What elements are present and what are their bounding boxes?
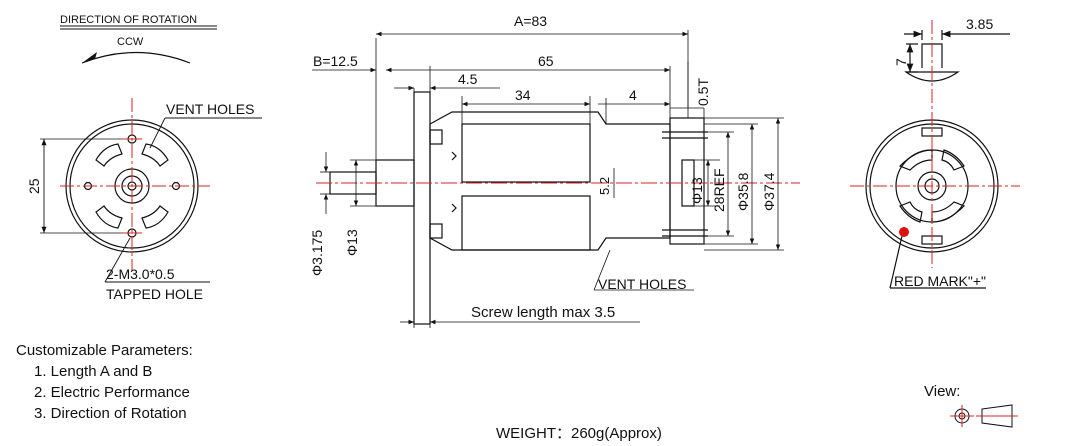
parameter-item: 1. Length A and B — [34, 363, 153, 380]
front-vent-holes-label: VENT HOLES — [166, 101, 254, 117]
ccw-arrow-icon — [81, 51, 191, 64]
dim-4-5-label: 4.5 — [458, 71, 478, 87]
dim-34-label: 34 — [515, 87, 531, 103]
dim-0-5t-label: 0.5T — [695, 78, 711, 106]
parameter-item: 2. Electric Performance — [34, 384, 190, 401]
dim-4-label: 4 — [629, 87, 637, 103]
rear-view-centerlines — [850, 20, 1020, 268]
rotation-indicator: DIRECTION OF ROTATION CCW — [60, 14, 217, 64]
dim-phi13-left-label: Φ13 — [344, 229, 360, 256]
tapped-hole-leader — [104, 237, 210, 283]
dim-3-85-label: 3.85 — [966, 16, 993, 32]
weight-label: WEIGHT：260g(Approx) — [496, 425, 662, 442]
dim-25-label: 25 — [26, 178, 42, 194]
projection-view-icon — [950, 404, 1018, 428]
red-mark-icon — [899, 227, 909, 237]
side-vent-holes-label: VENT HOLES — [598, 276, 686, 292]
dim-phi35-8-label: Φ35.8 — [735, 172, 751, 211]
red-mark-label: RED MARK"+" — [894, 273, 986, 289]
dim-phi13-right-label: Φ13 — [689, 177, 705, 204]
dim-5-2-label: 5.2 — [597, 177, 612, 195]
rotation-title: DIRECTION OF ROTATION — [60, 14, 197, 26]
screw-length-label: Screw length max 3.5 — [471, 304, 615, 321]
front-view-centerlines — [60, 98, 210, 270]
tapped-hole-spec-label: 2-M3.0*0.5 — [106, 266, 175, 282]
parameter-item: 3. Direction of Rotation — [34, 405, 187, 422]
parameters-title: Customizable Parameters: — [16, 342, 193, 359]
side-view — [329, 91, 708, 325]
tapped-hole-label: TAPPED HOLE — [106, 286, 203, 302]
front-vent-leader — [149, 117, 262, 149]
dim-65-label: 65 — [538, 53, 554, 69]
dim-phi37-4-label: Φ37.4 — [761, 172, 777, 211]
rear-view — [865, 30, 1010, 289]
dim-phi3-175-label: Φ3.175 — [309, 230, 325, 276]
view-label: View: — [924, 383, 961, 400]
customizable-parameters: Customizable Parameters: 1. Length A and… — [16, 340, 193, 424]
ccw-label: CCW — [117, 36, 144, 48]
dim-7-label: 7 — [893, 58, 909, 66]
side-view-dimensions — [312, 30, 784, 328]
dim-28ref-label: 28REF — [711, 168, 727, 212]
dim-B-label: B=12.5 — [313, 53, 358, 69]
dim-A-label: A=83 — [514, 13, 547, 29]
